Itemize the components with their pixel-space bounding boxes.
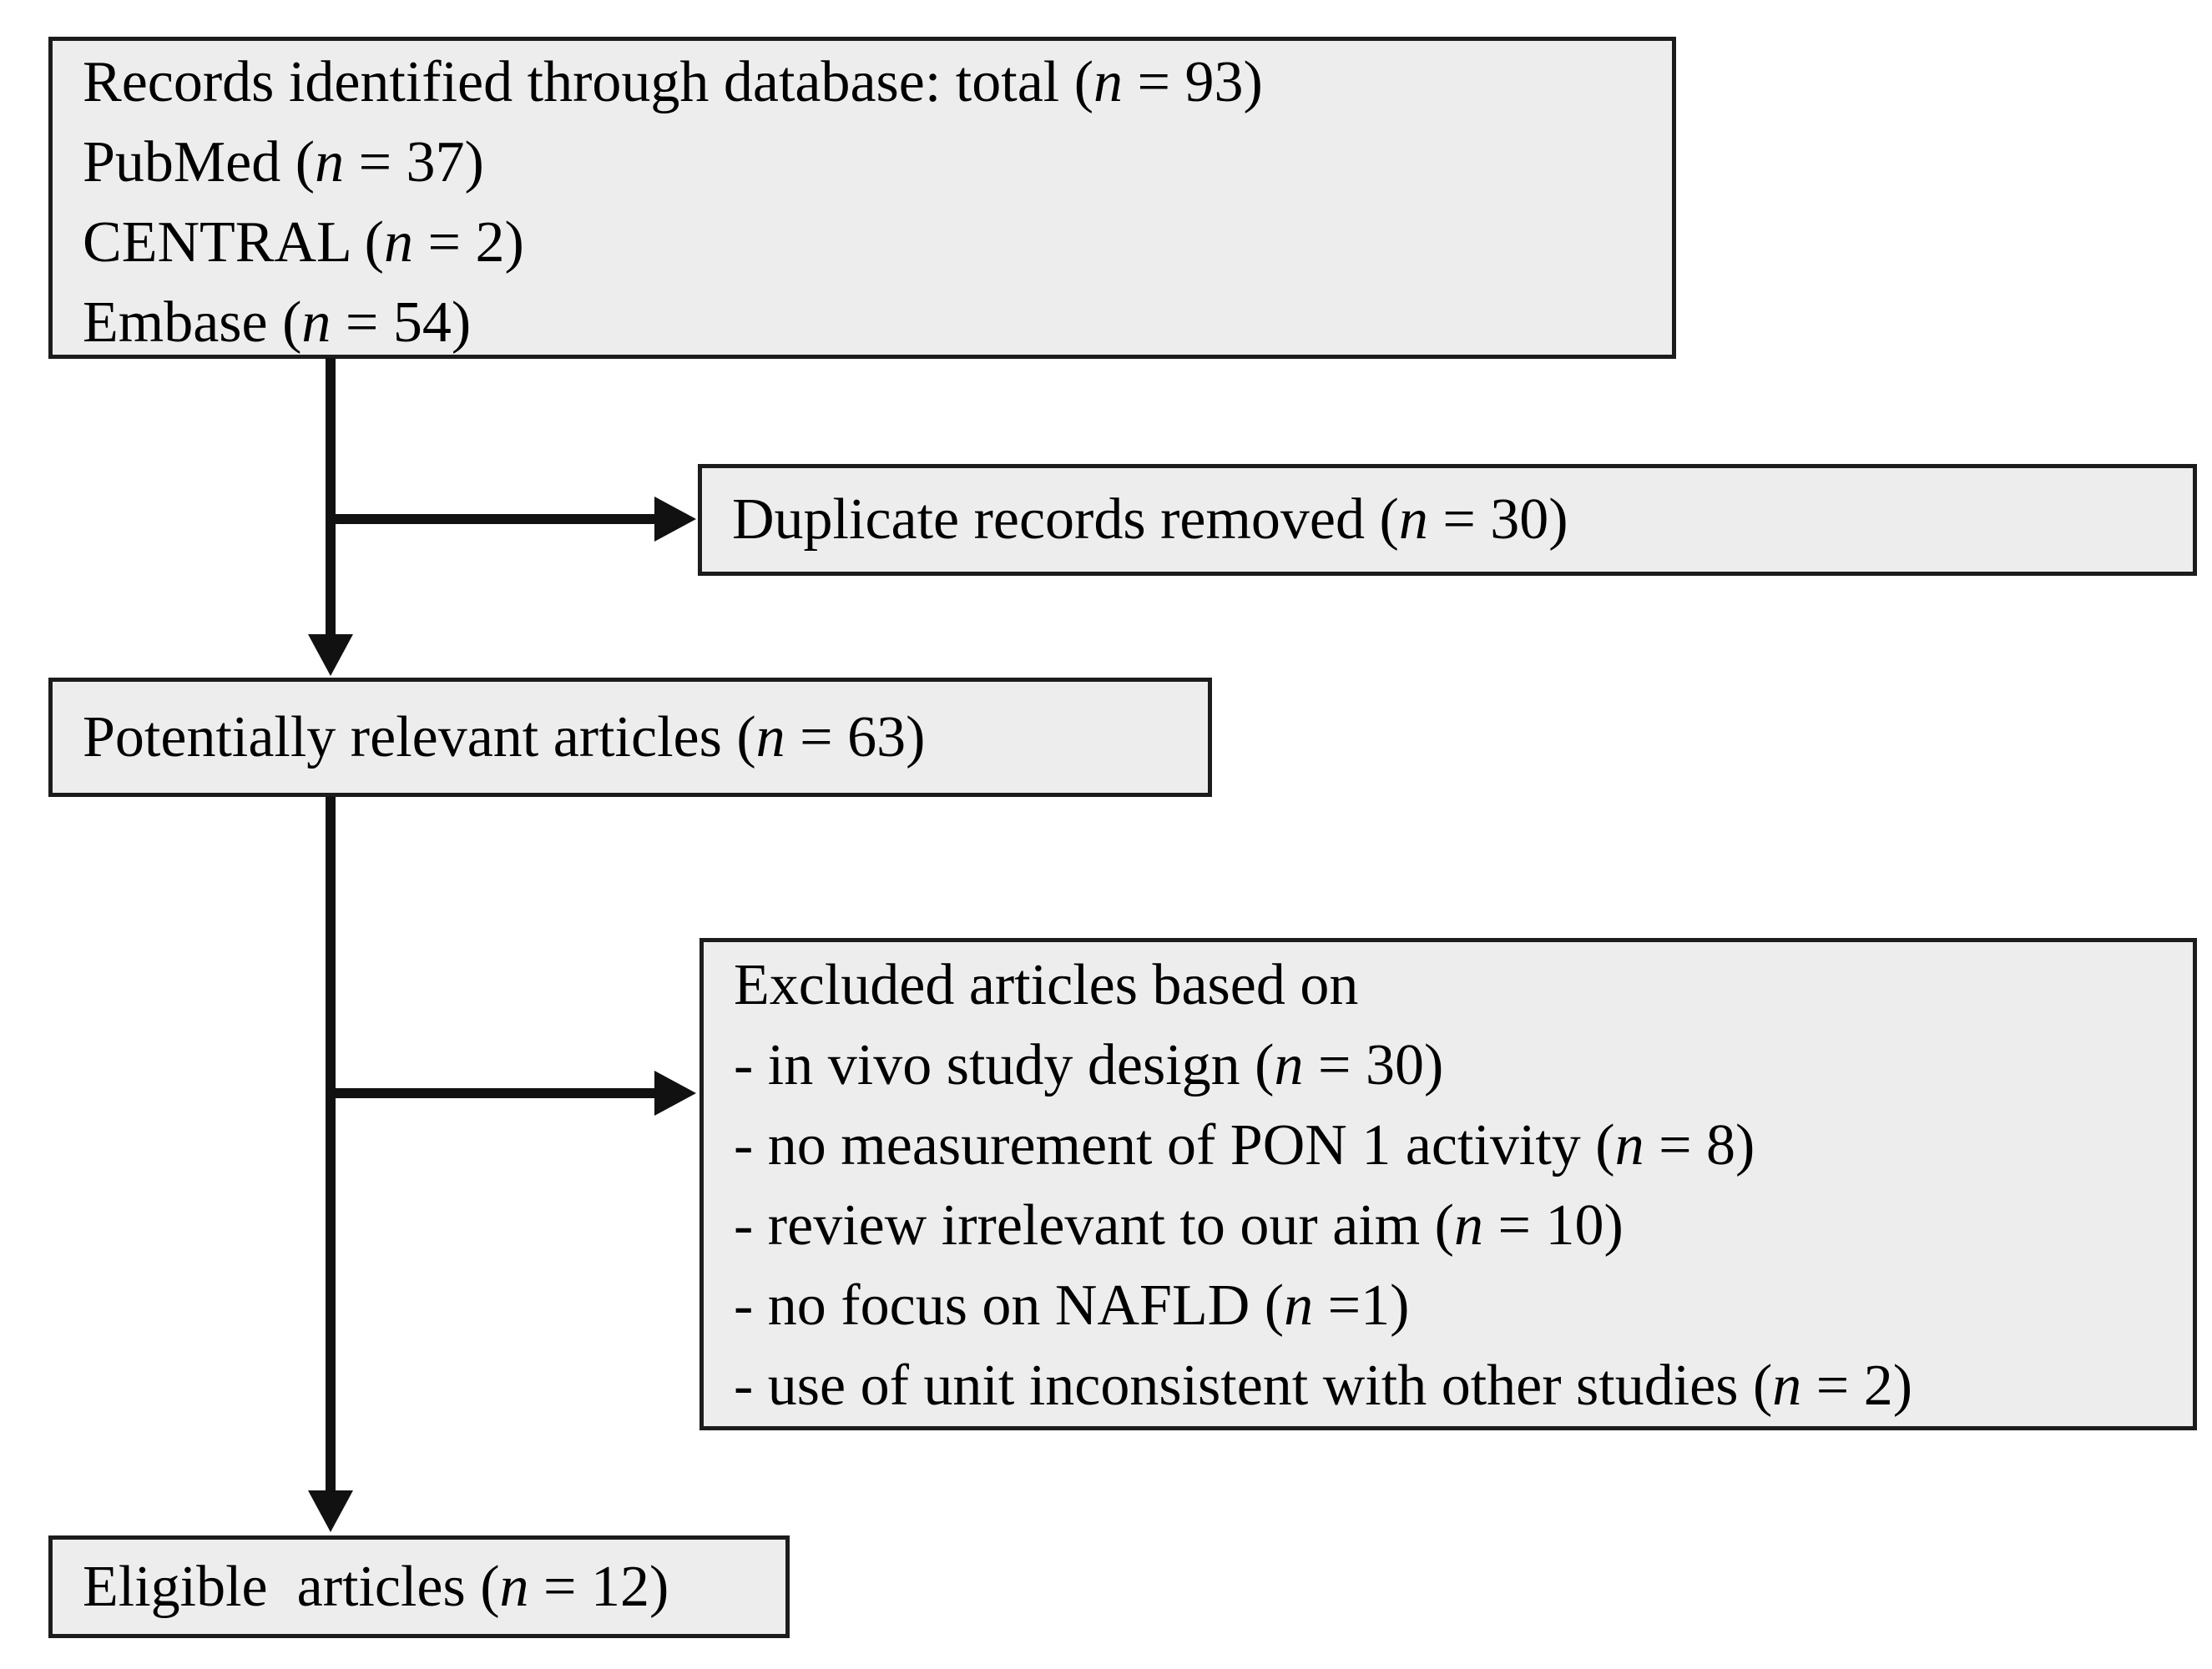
records-identified-box: Records identified through database: tot… [48, 37, 1676, 359]
excluded-articles-box: Excluded articles based on - in vivo stu… [699, 938, 2197, 1430]
connector-line-to-duplicates [331, 514, 656, 524]
excluded-item-irrelevant: - review irrelevant to our aim (n = 10) [734, 1193, 1624, 1258]
excluded-item-no-pon1: - no measurement of PON 1 activity (n = … [734, 1113, 1755, 1177]
duplicates-removed-box: Duplicate records removed (n = 30) [698, 464, 2197, 576]
excluded-item-invivo: - in vivo study design (n = 30) [734, 1033, 1444, 1097]
eligible-articles-box: Eligible articles (n = 12) [48, 1535, 790, 1638]
excluded-item-unit: - use of unit inconsistent with other st… [734, 1354, 1913, 1418]
records-central-line: CENTRAL (n = 2) [83, 210, 524, 275]
connector-line-records-to-relevant [326, 358, 336, 636]
arrowhead-down-to-relevant [308, 634, 353, 676]
potentially-relevant-label: Potentially relevant articles (n = 63) [83, 704, 926, 769]
excluded-item-no-nafld: - no focus on NAFLD (n =1) [734, 1273, 1410, 1338]
potentially-relevant-box: Potentially relevant articles (n = 63) [48, 678, 1212, 797]
eligible-articles-label: Eligible articles (n = 12) [83, 1554, 669, 1619]
arrowhead-right-to-excluded [654, 1071, 696, 1116]
excluded-heading: Excluded articles based on [734, 953, 1359, 1017]
arrowhead-down-to-eligible [308, 1490, 353, 1532]
arrowhead-right-to-duplicates [654, 497, 696, 542]
connector-line-to-excluded [331, 1088, 656, 1098]
duplicates-removed-label: Duplicate records removed (n = 30) [732, 487, 1568, 552]
records-embase-line: Embase (n = 54) [83, 290, 472, 355]
connector-line-relevant-to-eligible [326, 797, 336, 1492]
records-pubmed-line: PubMed (n = 37) [83, 130, 484, 194]
records-total-line: Records identified through database: tot… [83, 50, 1263, 114]
